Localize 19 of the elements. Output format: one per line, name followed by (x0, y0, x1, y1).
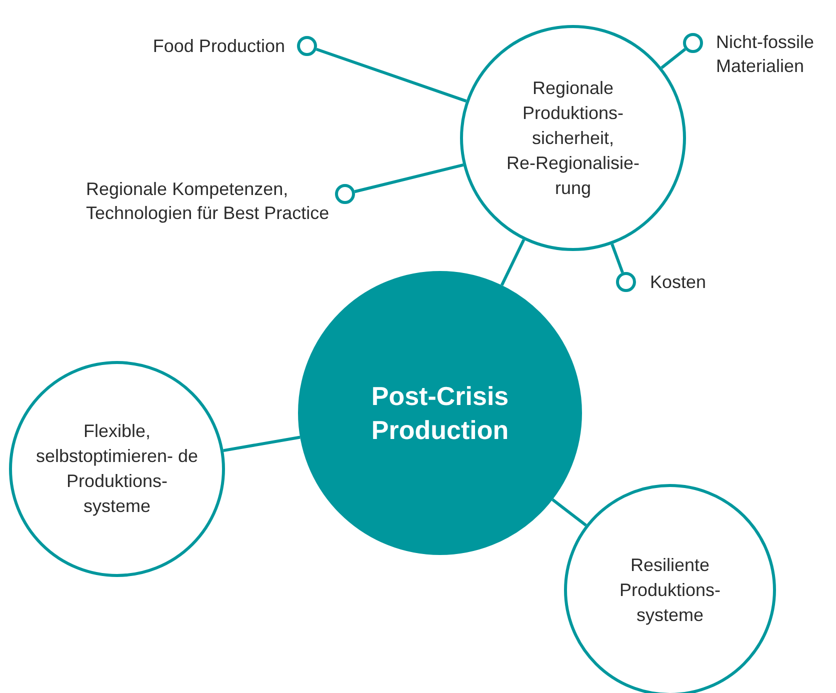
connector-line (223, 436, 300, 452)
topic-label: Regionale Kompetenzen, Technologien für Best Practice (86, 178, 330, 225)
node-label: Post-Crisis Production (370, 380, 510, 447)
connector-line (552, 498, 587, 527)
topic-label: Food Production (152, 35, 285, 58)
connector-dot (616, 272, 636, 292)
connector-dot (335, 184, 355, 204)
connector-line (610, 244, 624, 274)
connector-dot (683, 33, 703, 53)
topic-label: Nicht-fossile Materialien (716, 31, 816, 78)
connector-dot (297, 36, 317, 56)
node-label: Flexible, selbstoptimieren- de Produktions- systeme (34, 420, 200, 518)
node-label: Resiliente Produktions- systeme (618, 554, 722, 627)
connector-line (316, 48, 467, 102)
node-label: Regionale Produktions- sicherheit, Re-Regionalisie- rung (505, 76, 641, 200)
connector-line (660, 48, 686, 70)
connector-line (354, 164, 464, 194)
connector-line (500, 239, 526, 286)
topic-label: Kosten (650, 271, 708, 294)
